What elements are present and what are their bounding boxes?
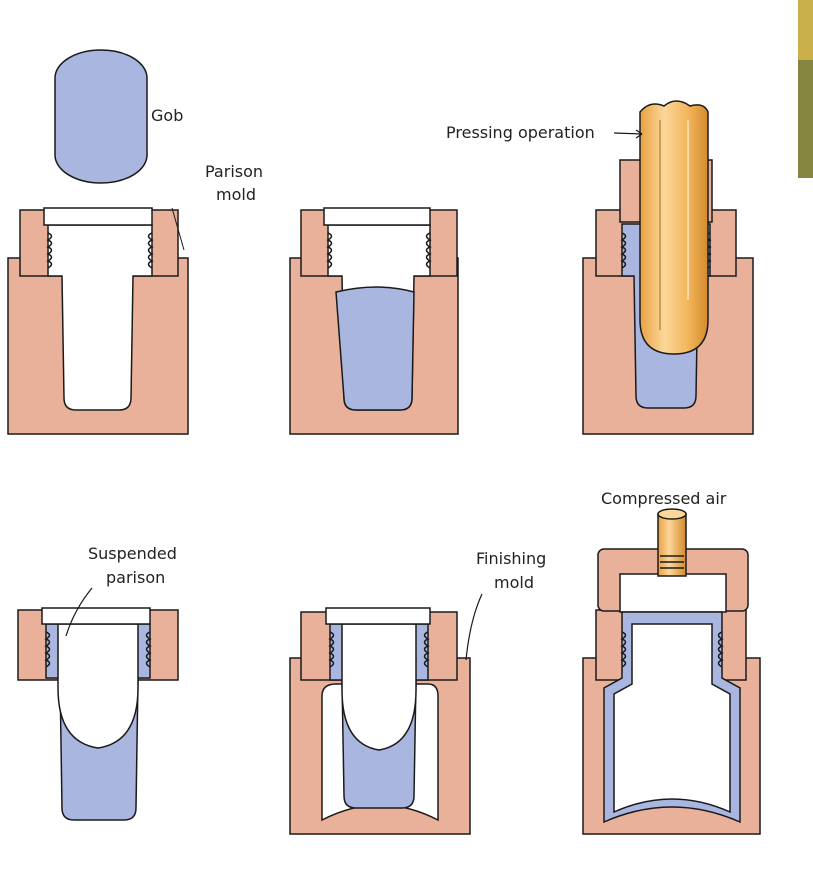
label-parison-mold-1: Parison — [205, 162, 263, 181]
label-finishing-mold-2: mold — [494, 573, 534, 592]
panel-gob-drop — [7, 49, 189, 435]
pointer-suspended — [65, 587, 93, 637]
parison-bore-5 — [341, 623, 417, 751]
mold-top-plate-2 — [323, 207, 431, 226]
panel-pressing — [582, 100, 754, 435]
photo-thumbnail-dark — [798, 60, 813, 178]
panel-gob-in-mold — [289, 207, 459, 435]
air-pipe-end — [657, 508, 687, 520]
air-pipe — [657, 513, 687, 577]
label-suspended-parison-2: parison — [106, 568, 165, 587]
gob-shape — [54, 49, 148, 184]
bottle-interior — [613, 623, 731, 814]
mold-cavity — [47, 224, 153, 411]
label-compressed-air: Compressed air — [601, 489, 727, 508]
neck-top-plate-4 — [41, 607, 151, 625]
blow-head-opening — [619, 573, 727, 613]
label-finishing-mold-1: Finishing — [476, 549, 546, 568]
panel-blow-mold — [582, 508, 761, 835]
label-parison-mold-2: mold — [216, 185, 256, 204]
panel-finishing-mold — [289, 607, 471, 835]
thread-left — [46, 232, 53, 269]
label-gob: Gob — [151, 106, 183, 125]
mold-top-plate — [43, 207, 153, 226]
label-suspended-parison-1: Suspended — [88, 544, 177, 563]
parison-bore — [57, 623, 139, 749]
pointer-pressing — [613, 132, 643, 135]
label-pressing-operation: Pressing operation — [446, 123, 595, 142]
panel-suspended-parison — [17, 607, 179, 821]
thread-right — [147, 232, 154, 269]
glass-charge — [335, 286, 415, 411]
pointer-finishing — [465, 593, 483, 661]
plunger — [639, 100, 709, 355]
neck-top-plate-5 — [325, 607, 431, 625]
